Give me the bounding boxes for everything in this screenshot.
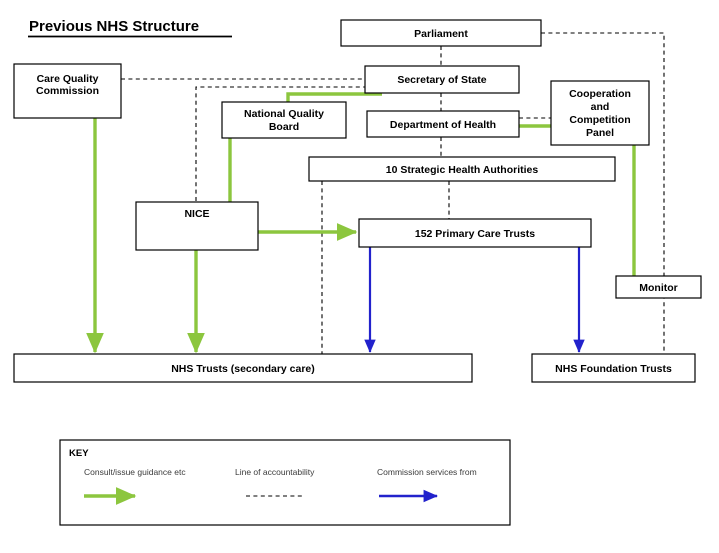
node-primary-care-trusts[interactable]: 152 Primary Care Trusts: [358, 218, 592, 248]
node-strategic-health-authorities-label: 10 Strategic Health Authorities: [386, 164, 539, 176]
connector-parliament-nhsft: [541, 32, 665, 354]
connector-secretary-nqb-green: [286, 92, 382, 102]
node-care-quality-commission-label-line1: Care Quality: [37, 73, 99, 85]
accountability-connectors: [121, 32, 665, 354]
node-nhs-trusts-label: NHS Trusts (secondary care): [171, 363, 315, 375]
key-item-2-label: Commission services from: [377, 467, 477, 477]
node-care-quality-commission-label-line2: Commission: [36, 85, 99, 97]
node-parliament-label: Parliament: [414, 28, 468, 40]
node-secretary-of-state[interactable]: Secretary of State: [364, 65, 520, 94]
node-monitor-label: Monitor: [639, 282, 678, 294]
node-nhs-trusts[interactable]: NHS Trusts (secondary care): [13, 353, 473, 383]
node-nice-box[interactable]: [135, 201, 259, 251]
node-care-quality-commission[interactable]: Care Quality Commission: [13, 63, 122, 119]
key-legend-title: KEY: [69, 448, 89, 459]
guidance-connectors: [86, 92, 636, 354]
node-ccp-label-line4: Panel: [586, 127, 614, 139]
node-nhs-trusts-box[interactable]: [13, 353, 473, 383]
node-department-of-health-box[interactable]: [366, 110, 520, 138]
node-cooperation-and-competition-panel[interactable]: Cooperation and Competition Panel: [550, 80, 650, 146]
key-legend-box: [59, 439, 511, 526]
node-nice[interactable]: NICE: [135, 201, 259, 251]
node-secretary-of-state-box[interactable]: [364, 65, 520, 94]
node-ccp-label-line2: and: [591, 101, 610, 113]
node-parliament[interactable]: Parliament: [340, 19, 542, 47]
page-title: Previous NHS Structure: [28, 18, 232, 38]
node-nhs-foundation-trusts-box[interactable]: [531, 353, 696, 383]
commissioning-connectors: [364, 247, 585, 353]
connector-secretary-nice: [195, 86, 382, 202]
node-cooperation-and-competition-panel-box[interactable]: [550, 80, 650, 146]
key-item-1-label: Line of accountability: [235, 467, 315, 477]
node-strategic-health-authorities-box[interactable]: [308, 156, 616, 182]
page-title-text: Previous NHS Structure: [29, 18, 199, 35]
node-national-quality-board[interactable]: National Quality Board: [221, 101, 347, 139]
node-department-of-health[interactable]: Department of Health: [366, 110, 520, 138]
key-legend: KEY Consult/issue guidance etc Line of a…: [59, 439, 511, 526]
key-item-0-label: Consult/issue guidance etc: [84, 467, 186, 477]
node-ccp-label-line1: Cooperation: [569, 88, 631, 100]
node-parliament-box[interactable]: [340, 19, 542, 47]
node-primary-care-trusts-box[interactable]: [358, 218, 592, 248]
node-strategic-health-authorities[interactable]: 10 Strategic Health Authorities: [308, 156, 616, 182]
node-monitor-box[interactable]: [615, 275, 702, 299]
node-nhs-foundation-trusts[interactable]: NHS Foundation Trusts: [531, 353, 696, 383]
node-monitor[interactable]: Monitor: [615, 275, 702, 299]
node-primary-care-trusts-label: 152 Primary Care Trusts: [415, 228, 535, 240]
node-nice-label: NICE: [184, 208, 209, 220]
node-ccp-label-line3: Competition: [569, 114, 630, 126]
node-national-quality-board-box[interactable]: [221, 101, 347, 139]
node-national-quality-board-label-line2: Board: [269, 121, 299, 133]
node-department-of-health-label: Department of Health: [390, 119, 496, 131]
node-secretary-of-state-label: Secretary of State: [397, 74, 486, 86]
node-national-quality-board-label-line1: National Quality: [244, 108, 324, 120]
node-nhs-foundation-trusts-label: NHS Foundation Trusts: [555, 363, 672, 375]
node-care-quality-commission-box[interactable]: [13, 63, 122, 119]
